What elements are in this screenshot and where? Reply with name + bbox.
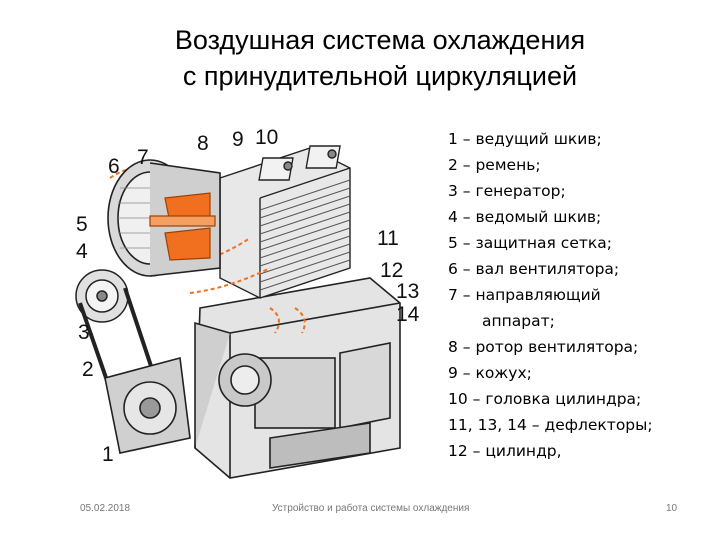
callout-11: 11 xyxy=(377,227,399,250)
legend-item: 6 – вал вентилятора; xyxy=(448,260,620,278)
legend-item: 8 – ротор вентилятора; xyxy=(448,338,639,356)
footer-date: 05.02.2018 xyxy=(80,503,131,514)
engine-illustration xyxy=(75,145,401,479)
slide-number: 10 xyxy=(666,503,678,514)
callout-10: 10 xyxy=(255,126,279,149)
callout-1: 1 xyxy=(102,443,114,466)
callout-9: 9 xyxy=(232,128,244,151)
legend-item: 9 – кожух; xyxy=(448,364,532,382)
legend-item: 3 – генератор; xyxy=(448,182,566,200)
callout-3: 3 xyxy=(78,321,90,344)
callout-7: 7 xyxy=(137,146,149,169)
legend-item: 2 – ремень; xyxy=(448,156,541,174)
parts-legend: 1 – ведущий шкив; 2 – ремень; 3 – генера… xyxy=(448,126,698,464)
cylinders xyxy=(219,145,351,299)
title-line-1: Воздушная система охлаждения xyxy=(174,25,586,55)
engine-block xyxy=(194,277,401,479)
callout-14: 14 xyxy=(396,303,420,326)
callout-8: 8 xyxy=(197,132,209,155)
legend-item: 1 – ведущий шкив; xyxy=(448,130,602,148)
callout-12: 12 xyxy=(380,259,404,282)
crank-pulley xyxy=(104,356,191,454)
alternator xyxy=(75,269,129,323)
callout-4: 4 xyxy=(76,240,88,263)
legend-item: 5 – защитная сетка; xyxy=(448,234,612,252)
legend-item: 7 – направляющий xyxy=(448,286,601,304)
legend-item: 12 – цилиндр, xyxy=(448,442,562,460)
callout-5: 5 xyxy=(76,213,88,236)
legend-item: 10 – головка цилиндра; xyxy=(448,390,642,408)
title-line-2: с принудительной циркуляцией xyxy=(182,61,578,91)
legend-item: 4 – ведомый шкив; xyxy=(448,208,602,226)
fan-rotor-highlight xyxy=(149,192,216,261)
slide-title: Воздушная система охлаждения с принудите… xyxy=(120,22,640,94)
legend-item-continuation: аппарат; xyxy=(482,312,555,330)
callout-2: 2 xyxy=(82,358,94,381)
legend-item: 11, 13, 14 – дефлекторы; xyxy=(448,416,653,434)
callout-13: 13 xyxy=(396,280,420,303)
footer-caption: Устройство и работа системы охлаждения xyxy=(272,503,470,514)
callout-6: 6 xyxy=(108,155,120,178)
